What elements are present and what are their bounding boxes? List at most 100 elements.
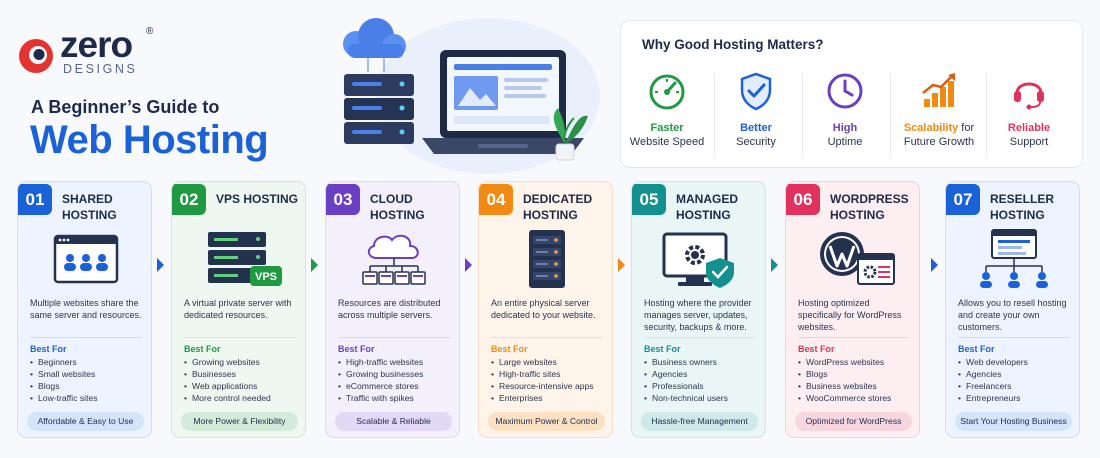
benefit-security-text: Security [736, 136, 776, 148]
card-tag: Optimized for WordPress [795, 412, 912, 431]
best-for-list: Beginners Small websites Blogs Low-traff… [30, 356, 98, 404]
brand-logo: zero ® DESIGNS [16, 24, 166, 76]
list-item: Growing websites [184, 356, 271, 368]
card-tag: Maximum Power & Control [488, 412, 605, 431]
card-number: 04 [479, 184, 513, 215]
list-item: Agencies [958, 368, 1028, 380]
arrow-icon [618, 258, 625, 272]
card-number: 05 [632, 184, 666, 215]
card-description: Resources are distributed across multipl… [338, 298, 441, 320]
card-number: 06 [786, 184, 820, 215]
list-item: More control needed [184, 392, 271, 404]
card-managed-hosting: 05 MANAGED HOSTING Hosting where the pro… [631, 181, 766, 438]
list-item: Blogs [798, 368, 891, 380]
card-number: 01 [18, 184, 52, 215]
benefit-speed-text: Website Speed [629, 136, 705, 148]
card-number: 07 [946, 184, 980, 215]
card-tag: Start Your Hosting Business [955, 412, 1072, 431]
list-item: Blogs [30, 380, 98, 392]
list-item: High-traffic sites [491, 368, 594, 380]
list-item: WooCommerce stores [798, 392, 891, 404]
vps-server-icon: VPS [208, 232, 282, 286]
card-title: WORDPRESS HOSTING [830, 192, 909, 222]
card-wordpress-hosting: 06 WORDPRESS HOSTING Hosting optimized s… [785, 181, 920, 438]
card-cloud-hosting: 03 CLOUD HOSTING Resources are distribut… [325, 181, 460, 438]
plant-icon [553, 108, 588, 161]
best-for-label: Best For [30, 344, 67, 354]
reseller-network-icon [980, 229, 1048, 288]
list-item: Entrepreneurs [958, 392, 1028, 404]
card-description: A virtual private server with dedicated … [184, 298, 292, 320]
server-stack-icon [344, 74, 414, 144]
headset-icon [1014, 82, 1044, 110]
dedicated-server-icon [529, 230, 565, 288]
list-item: Web developers [958, 356, 1028, 368]
card-title: MANAGED HOSTING [676, 192, 738, 222]
list-item: WordPress websites [798, 356, 891, 368]
card-title: SHARED HOSTING [62, 192, 117, 222]
arrow-icon [771, 258, 778, 272]
card-tag: Affordable & Easy to Use [27, 412, 144, 431]
best-for-label: Best For [184, 344, 221, 354]
card-title: DEDICATED HOSTING [523, 192, 593, 222]
list-item: Enterprises [491, 392, 594, 404]
card-tag: Hassle-free Management [641, 412, 758, 431]
list-item: High-traffic websites [338, 356, 423, 368]
benefit-scalability-text: Future Growth [903, 136, 975, 148]
benefit-security-strong: Better [740, 122, 772, 134]
brand-name: zero [60, 24, 133, 65]
card-description: Hosting where the provider manages serve… [644, 298, 752, 332]
speedometer-icon [649, 74, 685, 110]
best-for-list: Growing websites Businesses Web applicat… [184, 356, 271, 404]
list-item: Low-traffic sites [30, 392, 98, 404]
best-for-list: Web developers Agencies Freelancers Entr… [958, 356, 1028, 404]
benefit-support-text: Support [1009, 136, 1049, 148]
card-number: 02 [172, 184, 206, 215]
card-vps-hosting: 02 VPS HOSTING VPS A virtual private ser… [171, 181, 306, 438]
list-item: Large websites [491, 356, 594, 368]
hero-illustration [343, 18, 600, 174]
benefit-uptime-text: Uptime [827, 136, 863, 148]
benefit-support-strong: Reliable [1007, 122, 1051, 134]
zero-logo-icon [19, 39, 53, 73]
card-shared-hosting: 01 SHARED HOSTING Multiple websites shar… [17, 181, 152, 438]
vps-badge-label: VPS [255, 271, 277, 283]
registered-mark: ® [146, 26, 154, 37]
shared-hosting-icon [53, 234, 119, 284]
card-tag: More Power & Flexibility [181, 412, 298, 431]
list-item: Growing businesses [338, 368, 423, 380]
list-item: Beginners [30, 356, 98, 368]
best-for-list: High-traffic websites Growing businesses… [338, 356, 423, 404]
card-number: 03 [326, 184, 360, 215]
list-item: Web applications [184, 380, 271, 392]
list-item: Agencies [644, 368, 728, 380]
best-for-list: WordPress websites Blogs Business websit… [798, 356, 891, 404]
card-reseller-hosting: 07 RESELLER HOSTING Allows you to resell… [945, 181, 1080, 438]
list-item: Freelancers [958, 380, 1028, 392]
list-item: Non-technical users [644, 392, 728, 404]
card-title: RESELLER HOSTING [990, 192, 1055, 222]
list-item: Resource-intensive apps [491, 380, 594, 392]
list-item: Traffic with spikes [338, 392, 423, 404]
cloud-network-icon [362, 234, 426, 285]
shield-check-icon [740, 72, 772, 111]
brand-subtitle: DESIGNS [63, 62, 138, 76]
card-description: Hosting optimized specifically for WordP… [798, 298, 902, 332]
best-for-label: Best For [644, 344, 681, 354]
arrow-icon [157, 258, 164, 272]
best-for-list: Business owners Agencies Professionals N… [644, 356, 728, 404]
growth-chart-icon [922, 73, 955, 107]
clock-icon [827, 73, 863, 109]
card-description: Multiple websites share the same server … [30, 298, 142, 320]
managed-monitor-icon [662, 232, 734, 288]
page-title: Web Hosting [30, 118, 269, 162]
benefit-uptime-strong: High [832, 122, 858, 134]
wordpress-icon [820, 232, 895, 285]
card-description: An entire physical server dedicated to y… [491, 298, 596, 320]
list-item: Small websites [30, 368, 98, 380]
